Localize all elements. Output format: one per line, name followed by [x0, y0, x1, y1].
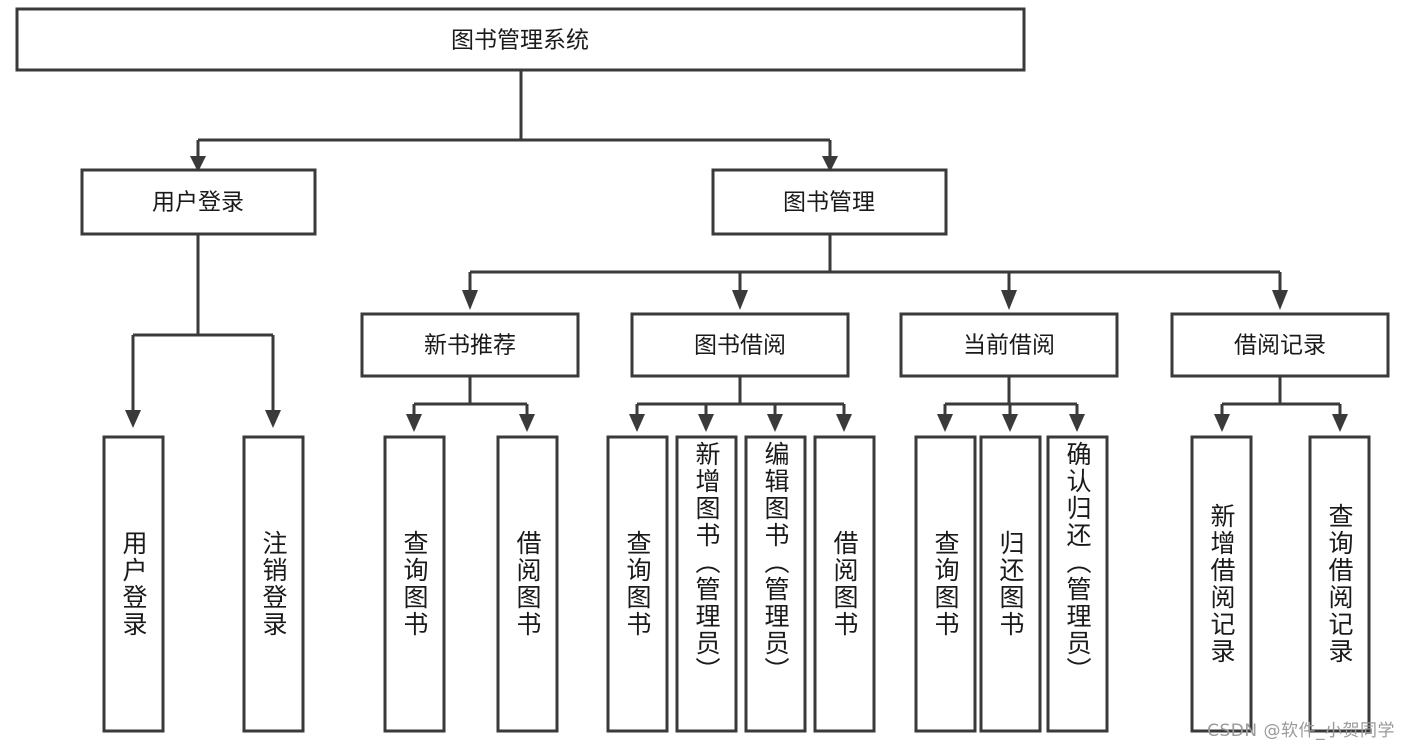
- leaf-box-current-borrow-0[interactable]: [914, 435, 977, 733]
- connector-book-borrow-to-leaves: [629, 376, 852, 432]
- leaf-box-borrow-record-1[interactable]: [1308, 435, 1371, 733]
- connector-borrow-record-to-leaves: [1214, 376, 1348, 432]
- connector-book-manage-to-level3: [462, 234, 1288, 310]
- leaf-box-book-borrow-3[interactable]: [813, 435, 876, 733]
- leaf-box-book-borrow-2[interactable]: [744, 435, 807, 733]
- node-new-book-recommend[interactable]: 新书推荐: [360, 312, 580, 378]
- node-current-borrow-label: 当前借阅: [963, 333, 1055, 359]
- node-book-borrow[interactable]: 图书借阅: [630, 312, 850, 378]
- leaf-box-user-login-1[interactable]: [242, 435, 305, 733]
- leaf-box-book-borrow-0[interactable]: [606, 435, 669, 733]
- node-borrow-record[interactable]: 借阅记录: [1170, 312, 1390, 378]
- connector-root-to-level2: [190, 70, 838, 172]
- leaf-box-current-borrow-1[interactable]: [979, 435, 1042, 733]
- connector-user-login-to-leaves: [125, 234, 281, 428]
- node-root[interactable]: 图书管理系统: [15, 7, 1026, 72]
- leaf-box-new-book-0[interactable]: [383, 435, 446, 733]
- node-borrow-record-label: 借阅记录: [1234, 333, 1326, 359]
- node-root-label: 图书管理系统: [451, 28, 589, 54]
- node-user-login-label: 用户登录: [152, 190, 244, 216]
- node-book-manage[interactable]: 图书管理: [711, 168, 948, 236]
- connector-current-borrow-to-leaves: [937, 376, 1085, 432]
- leaf-box-current-borrow-2[interactable]: [1046, 435, 1109, 733]
- node-user-login[interactable]: 用户登录: [80, 168, 317, 236]
- leaf-box-borrow-record-0[interactable]: [1190, 435, 1253, 733]
- connector-new-book-to-leaves: [406, 376, 535, 432]
- leaf-box-user-login-0[interactable]: [102, 435, 165, 733]
- node-book-manage-label: 图书管理: [783, 190, 875, 216]
- node-book-borrow-label: 图书借阅: [694, 333, 786, 359]
- leaf-box-new-book-1[interactable]: [496, 435, 559, 733]
- node-new-book-recommend-label: 新书推荐: [424, 333, 516, 359]
- node-current-borrow[interactable]: 当前借阅: [899, 312, 1119, 378]
- leaf-box-book-borrow-1[interactable]: [675, 435, 738, 733]
